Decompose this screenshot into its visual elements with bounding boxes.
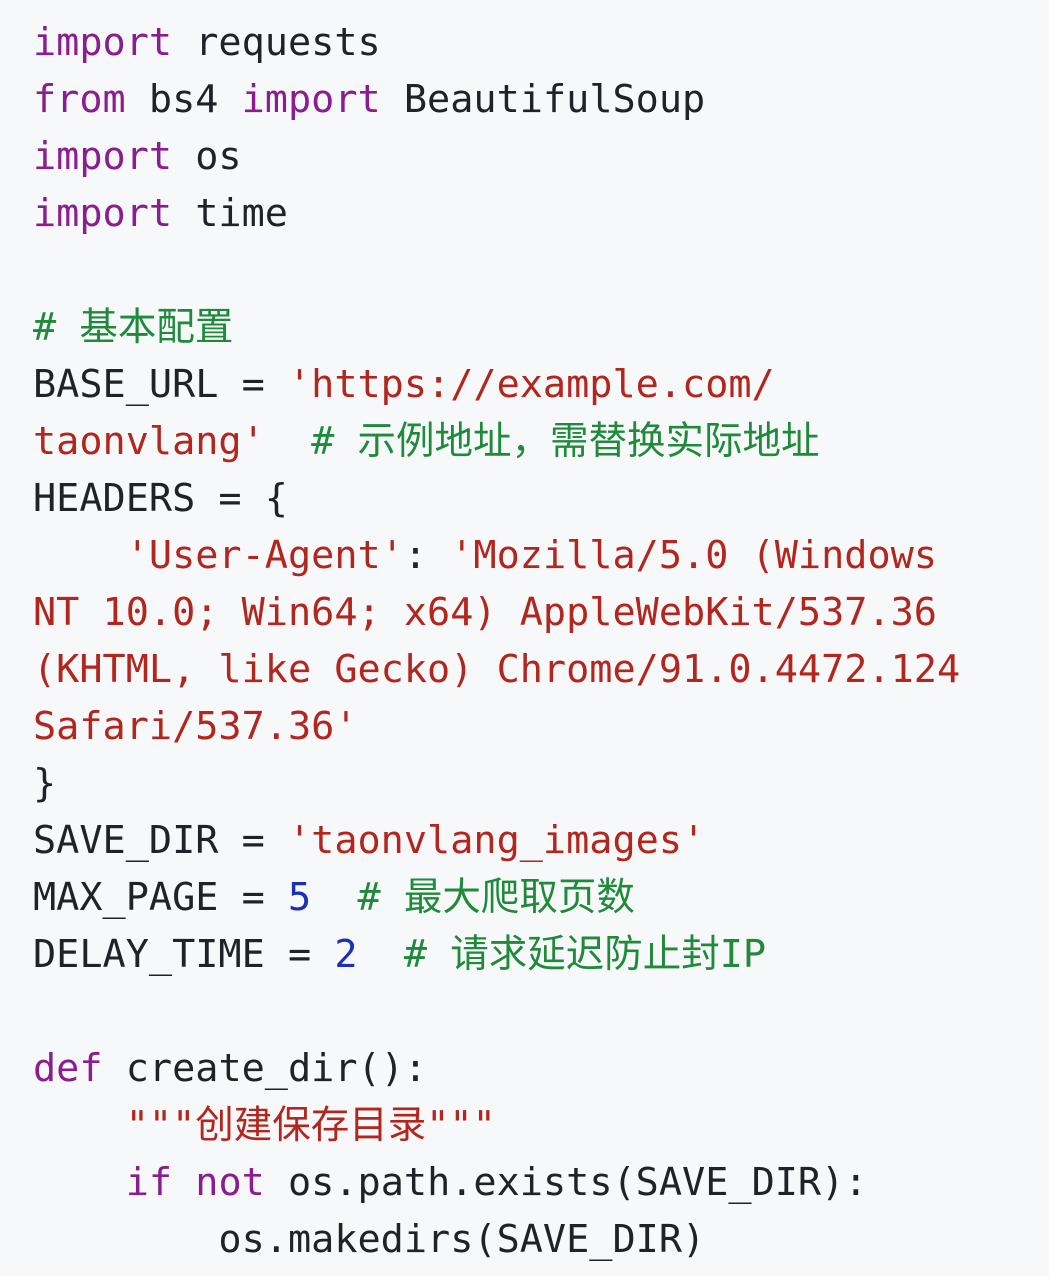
code-token: 'Mozilla/5.0 (Windows	[450, 533, 937, 578]
code-line: MAX_PAGE = 5 # 最大爬取页数	[33, 869, 1049, 926]
code-line: taonvlang' # 示例地址，需替换实际地址	[33, 413, 1049, 470]
code-token: not	[195, 1160, 265, 1205]
code-token: HEADERS = {	[33, 476, 288, 521]
code-token: if	[125, 1160, 173, 1205]
code-line	[33, 983, 1049, 1040]
code-token: import	[241, 77, 381, 122]
code-line: HEADERS = {	[33, 470, 1049, 527]
code-line: DELAY_TIME = 2 # 请求延迟防止封IP	[33, 926, 1049, 983]
code-token: os	[172, 134, 242, 179]
code-token: # 基本配置	[33, 305, 234, 350]
code-line: if not os.path.exists(SAVE_DIR):	[33, 1154, 1049, 1211]
code-token: (KHTML, like Gecko) Chrome/91.0.4472.124	[33, 647, 961, 692]
code-token: # 示例地址，需替换实际地址	[311, 419, 820, 464]
code-line: """创建保存目录"""	[33, 1097, 1049, 1154]
code-token	[33, 1160, 126, 1205]
code-token: 'taonvlang_images'	[287, 818, 706, 863]
code-line: def create_dir():	[33, 1040, 1049, 1097]
code-line: import os	[33, 128, 1049, 185]
code-token: from	[33, 77, 126, 122]
code-token: BeautifulSoup	[380, 77, 706, 122]
code-token: 'https://example.com/	[287, 362, 775, 407]
code-token: 2	[334, 932, 358, 977]
code-line: import requests	[33, 14, 1049, 71]
code-token	[311, 875, 357, 920]
code-token: # 最大爬取页数	[357, 875, 635, 920]
code-line: import time	[33, 185, 1049, 242]
code-token: def	[33, 1046, 103, 1091]
code-token: requests	[172, 20, 381, 65]
code-token: }	[33, 761, 57, 806]
code-token: time	[172, 191, 288, 236]
code-line: }	[33, 755, 1049, 812]
code-line: 'User-Agent': 'Mozilla/5.0 (Windows	[33, 527, 1049, 584]
code-line: from bs4 import BeautifulSoup	[33, 71, 1049, 128]
code-token: Safari/537.36'	[33, 704, 358, 749]
code-token: os.makedirs(SAVE_DIR)	[33, 1217, 706, 1262]
code-token	[172, 1160, 195, 1205]
code-token: """创建保存目录"""	[125, 1103, 496, 1148]
code-token: NT 10.0; Win64; x64) AppleWebKit/537.36	[33, 590, 937, 635]
code-token: # 请求延迟防止封IP	[403, 932, 767, 977]
code-token: DELAY_TIME =	[33, 932, 335, 977]
code-token	[33, 533, 126, 578]
code-line: NT 10.0; Win64; x64) AppleWebKit/537.36	[33, 584, 1049, 641]
code-token: MAX_PAGE =	[33, 875, 288, 920]
code-token	[265, 419, 311, 464]
code-token: bs4	[125, 77, 242, 122]
code-token: SAVE_DIR =	[33, 818, 288, 863]
code-line: (KHTML, like Gecko) Chrome/91.0.4472.124	[33, 641, 1049, 698]
code-token: BASE_URL =	[33, 362, 288, 407]
code-token: 'User-Agent'	[125, 533, 404, 578]
code-token: import	[33, 20, 173, 65]
code-line: BASE_URL = 'https://example.com/	[33, 356, 1049, 413]
code-token: import	[33, 191, 173, 236]
code-line	[33, 242, 1049, 299]
code-line: # 基本配置	[33, 299, 1049, 356]
code-token: os.path.exists(SAVE_DIR):	[264, 1160, 868, 1205]
code-line: Safari/537.36'	[33, 698, 1049, 755]
code-line: os.makedirs(SAVE_DIR)	[33, 1211, 1049, 1268]
code-token: import	[33, 134, 173, 179]
code-line: SAVE_DIR = 'taonvlang_images'	[33, 812, 1049, 869]
code-token: 5	[287, 875, 312, 920]
code-token: taonvlang'	[33, 419, 265, 464]
code-token: create_dir():	[102, 1046, 428, 1091]
code-token	[358, 932, 404, 977]
code-token	[33, 1103, 126, 1148]
code-token: :	[403, 533, 451, 578]
